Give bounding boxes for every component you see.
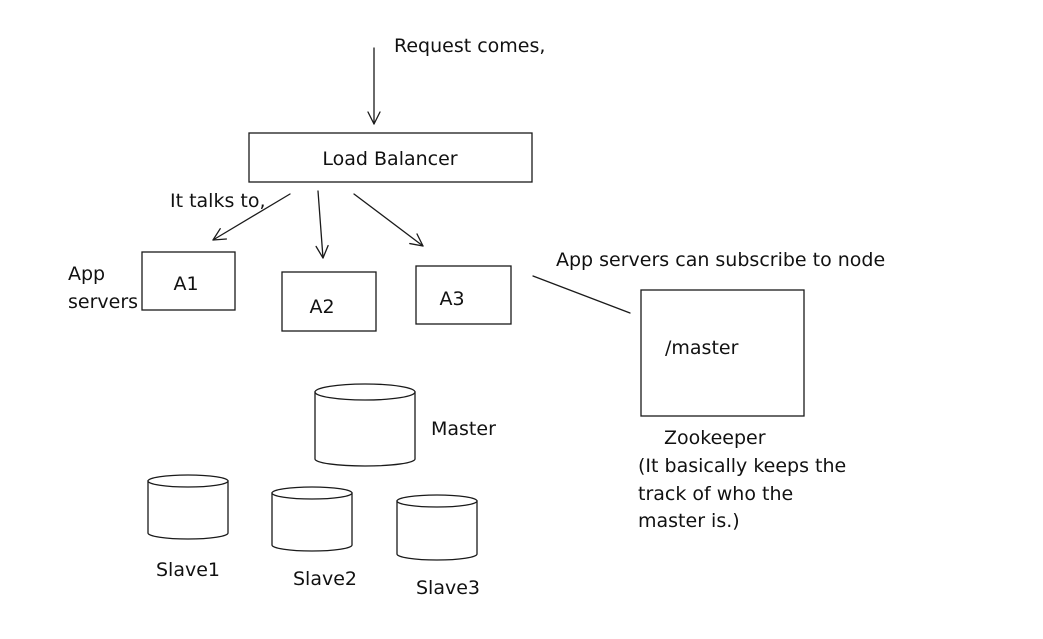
slave1-database-cylinder — [147, 474, 229, 540]
slave3-database-cylinder — [396, 494, 478, 561]
app-server-a1-label: A1 — [173, 273, 198, 295]
zookeeper-description-line2: track of who the — [638, 483, 793, 505]
app-server-a2-label: A2 — [309, 296, 334, 318]
app-server-a3-box — [415, 265, 512, 325]
load-balancer-label: Load Balancer — [322, 148, 457, 170]
app-server-a2-box — [281, 271, 377, 332]
slave2-label: Slave2 — [293, 568, 357, 590]
subscribe-note: App servers can subscribe to node — [556, 249, 885, 271]
request-label: Request comes, — [394, 35, 545, 57]
talks-to-label: It talks to, — [170, 190, 266, 212]
arrow-to-a1 — [212, 193, 291, 241]
load-balancer-box — [248, 132, 533, 183]
master-database-label: Master — [431, 418, 496, 440]
arrow-to-a3 — [353, 193, 424, 247]
app-servers-label-line1: App — [68, 263, 105, 285]
arrow-to-a2 — [315, 190, 329, 259]
zookeeper-description-line1: (It basically keeps the — [638, 455, 846, 477]
slave2-database-cylinder — [271, 486, 353, 552]
app-server-a3-label: A3 — [439, 288, 464, 310]
zookeeper-node-box — [640, 289, 805, 417]
app-servers-label-line2: servers — [68, 291, 138, 313]
slave1-label: Slave1 — [156, 559, 220, 581]
zookeeper-description-line3: master is.) — [638, 510, 740, 532]
zookeeper-node-label: /master — [665, 337, 739, 359]
slave3-label: Slave3 — [416, 577, 480, 599]
app-server-a1-box — [141, 251, 236, 311]
master-database-cylinder — [314, 383, 416, 467]
subscribe-connector — [532, 275, 631, 314]
zookeeper-title: Zookeeper — [664, 427, 766, 449]
